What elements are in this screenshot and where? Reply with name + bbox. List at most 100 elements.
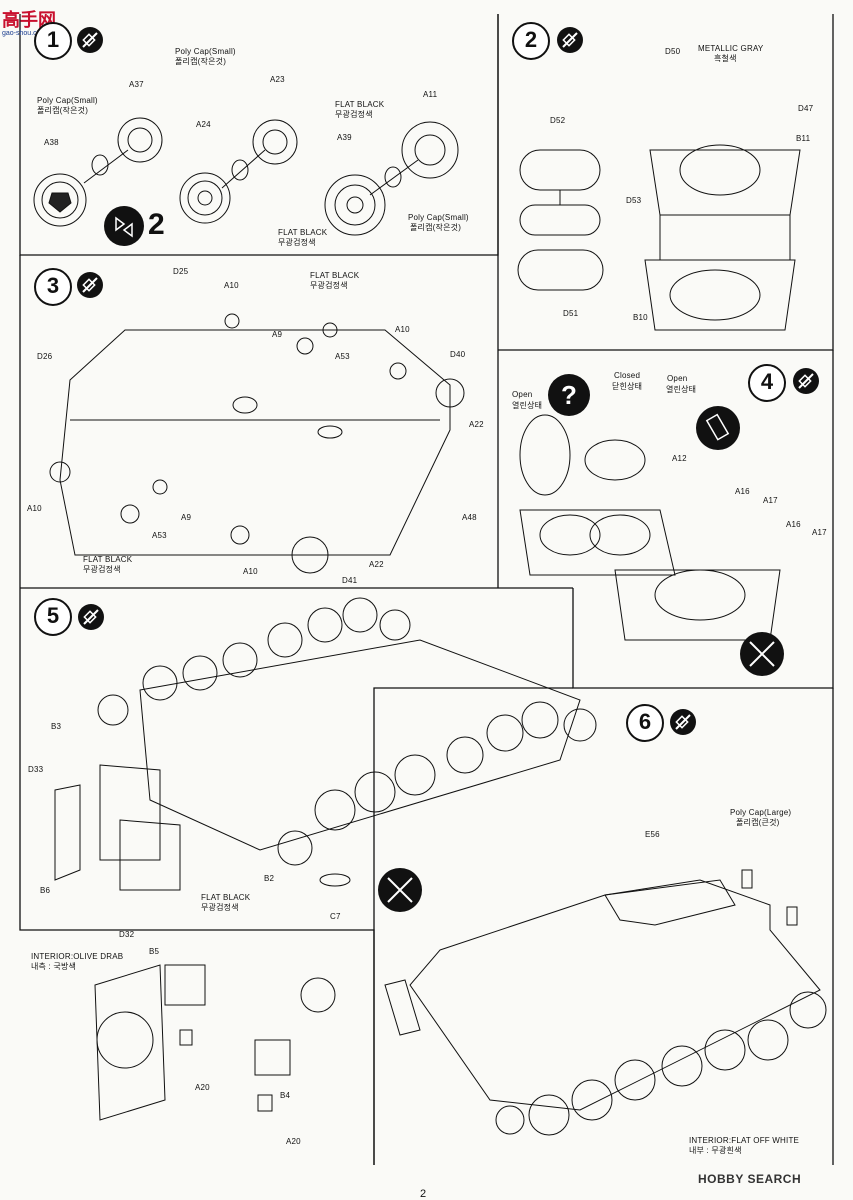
step-number-3: 3 — [34, 268, 72, 306]
part-label-interior-white-en: INTERIOR:FLAT OFF WHITE — [689, 1136, 800, 1145]
rotate-part-icon — [696, 406, 740, 450]
part-label-a10-right: A10 — [395, 325, 410, 334]
part-label-d40: D40 — [450, 350, 466, 359]
part-label-flat-black-2-en: FLAT BLACK — [278, 228, 328, 237]
part-label-d51: D51 — [563, 309, 579, 318]
cement-icon — [77, 272, 103, 298]
part-label-open-1-en: Open — [512, 390, 533, 399]
part-label-poly-small-2-ko: 폴리캡(작은것) — [175, 57, 227, 66]
part-label-d52: D52 — [550, 116, 566, 125]
part-label-metallic-ko: 흑철색 — [714, 54, 737, 63]
part-label-flat-black-bot-ko: 무광검정색 — [83, 565, 121, 574]
cement-icon — [78, 604, 104, 630]
sprocket-wheel-drawing — [33, 117, 163, 227]
part-label-b10: B10 — [633, 313, 648, 322]
part-label-open-1-ko: 열린상태 — [512, 401, 543, 410]
part-label-open-2-ko: 열린상태 — [666, 385, 697, 394]
step-number-4: 4 — [748, 364, 786, 402]
no-cement-icon — [740, 632, 784, 676]
part-label-b3: B3 — [51, 722, 62, 731]
part-label-d25: D25 — [173, 267, 189, 276]
watermark-url: gao-shou.com — [2, 30, 47, 37]
step-number-1: 1 — [34, 22, 72, 60]
part-label-poly-small-3-ko: 폴리캡(작은것) — [410, 223, 462, 232]
part-label-a16-1: A16 — [735, 487, 750, 496]
part-label-a11: A11 — [423, 90, 438, 99]
step-number-5: 5 — [34, 598, 72, 636]
part-label-b6: B6 — [40, 886, 51, 895]
part-label-flat-black-2-ko: 무광검정색 — [278, 238, 316, 247]
part-label-a16-2: A16 — [786, 520, 801, 529]
part-label-a17-2: A17 — [812, 528, 827, 537]
part-label-metallic-en: METALLIC GRAY — [698, 44, 764, 53]
choice-question-icon: ? — [548, 374, 590, 416]
part-label-d47: D47 — [798, 104, 814, 113]
part-label-flat-black-top-ko: 무광검정색 — [310, 281, 348, 290]
part-label-d32: D32 — [119, 930, 135, 939]
part-label-flat-black-ko: 무광검정색 — [201, 903, 239, 912]
step-number-2: 2 — [512, 22, 550, 60]
part-label-poly-small-1-ko: 폴리캡(작은것) — [37, 106, 89, 115]
part-label-poly-small-1-en: Poly Cap(Small) — [37, 96, 98, 105]
hull-drawing-step3 — [49, 313, 465, 574]
part-label-a53-bot: A53 — [152, 531, 167, 540]
part-label-interior-olive-en: INTERIOR:OLIVE DRAB — [31, 952, 124, 961]
part-label-a39: A39 — [337, 133, 352, 142]
road-wheel-drawing-a24 — [179, 119, 298, 224]
part-label-flat-black-top-en: FLAT BLACK — [310, 271, 360, 280]
part-label-d33: D33 — [28, 765, 44, 774]
part-label-a22-top: A22 — [469, 420, 484, 429]
step-number-6: 6 — [626, 704, 664, 742]
part-label-d41: D41 — [342, 576, 358, 585]
part-label-d53: D53 — [626, 196, 642, 205]
part-label-b4: B4 — [280, 1091, 291, 1100]
part-label-poly-large-ko: 폴리캡(큰것) — [736, 818, 780, 827]
cement-icon — [557, 27, 583, 53]
part-label-a10-bot: A10 — [243, 567, 258, 576]
part-label-a22-bot: A22 — [369, 560, 384, 569]
cement-icon — [670, 709, 696, 735]
watermark-logo-right: HOBBY SEARCH — [698, 1172, 802, 1186]
part-label-a10-top: A10 — [224, 281, 239, 290]
make-two-icon — [104, 206, 144, 246]
part-label-a12: A12 — [672, 454, 687, 463]
part-label-a24: A24 — [196, 120, 211, 129]
page-number: 2 — [420, 1188, 427, 1200]
part-label-d50: D50 — [665, 47, 681, 56]
part-label-a53-top: A53 — [335, 352, 350, 361]
part-label-flat-black-en: FLAT BLACK — [201, 893, 251, 902]
part-label-a48: A48 — [462, 513, 477, 522]
part-label-a9-bot: A9 — [181, 513, 192, 522]
svg-text:?: ? — [561, 380, 577, 410]
part-label-a23: A23 — [270, 75, 285, 84]
part-label-a10-left: A10 — [27, 504, 42, 513]
part-label-open-2-en: Open — [667, 374, 688, 383]
part-label-a17-1: A17 — [763, 496, 778, 505]
part-label-flat-black-1-en: FLAT BLACK — [335, 100, 385, 109]
make-count: 2 — [148, 208, 165, 241]
part-label-a20-2: A20 — [286, 1137, 301, 1146]
part-label-poly-large-en: Poly Cap(Large) — [730, 808, 792, 817]
hull-drawing-step6 — [384, 869, 827, 1136]
cement-icon — [77, 27, 103, 53]
cement-icon — [793, 368, 819, 394]
no-cement-icon — [378, 868, 422, 912]
part-label-a37: A37 — [129, 80, 144, 89]
part-label-interior-olive-ko: 내측 : 국방색 — [31, 962, 77, 971]
part-label-c7: C7 — [330, 912, 341, 921]
road-wheel-drawing-a39 — [324, 121, 459, 236]
part-label-a20-1: A20 — [195, 1083, 210, 1092]
part-label-b2: B2 — [264, 874, 275, 883]
hatch-drawing — [517, 144, 801, 331]
part-label-flat-black-bot-en: FLAT BLACK — [83, 555, 133, 564]
part-label-a38: A38 — [44, 138, 59, 147]
part-label-poly-small-2-en: Poly Cap(Small) — [175, 47, 236, 56]
part-label-b5: B5 — [149, 947, 160, 956]
part-label-flat-black-1-ko: 무광검정색 — [335, 110, 373, 119]
part-label-e56: E56 — [645, 830, 660, 839]
part-label-interior-white-ko: 내부 : 무광흰색 — [689, 1146, 742, 1155]
part-label-poly-small-3-en: Poly Cap(Small) — [408, 213, 469, 222]
